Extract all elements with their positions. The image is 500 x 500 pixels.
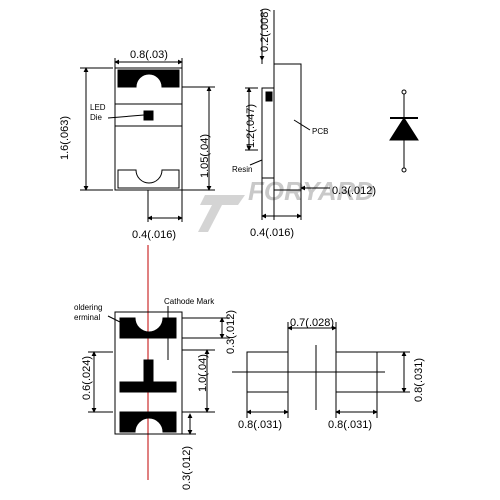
footprint-gap-label: 0.7(.028) — [290, 317, 334, 329]
footprint-right-label: 0.8(.031) — [328, 419, 372, 431]
top-view — [80, 58, 215, 222]
watermark-text: FORYARD — [248, 176, 374, 206]
bottom-pad-middle — [119, 381, 177, 393]
side-view-resin — [261, 87, 275, 179]
footprint-left-label: 0.8(.031) — [238, 419, 282, 431]
top-pad-label: 1.05(.04) — [199, 134, 211, 178]
resin-label: Resin — [232, 165, 252, 174]
cathode-mark-label: Cathode Mark — [164, 297, 215, 306]
top-width-label: 0.8(.03) — [130, 49, 168, 61]
watermark: FORYARD — [198, 176, 374, 232]
bottom-pad-top — [119, 317, 177, 339]
bottom-pad-label: 0.3(.012) — [181, 446, 193, 490]
pcb-label: PCB — [312, 127, 328, 136]
side-thickness-label: 0.3(.012) — [332, 185, 376, 197]
bottom-view — [88, 306, 230, 435]
bottom-middle-label: 1.0(.04) — [197, 354, 209, 392]
side-width-label: 0.4(.016) — [250, 227, 294, 239]
side-view-pcb — [273, 63, 302, 191]
bottom-view-body — [114, 311, 183, 435]
footprint — [232, 322, 410, 418]
bottom-width-label: 0.6(.024) — [81, 356, 93, 400]
die-label: Die — [90, 113, 103, 122]
foryard-logo-icon — [198, 195, 245, 232]
side-view — [245, 10, 330, 220]
diode-symbol-icon — [389, 89, 419, 173]
top-offset-label: 0.4(.016) — [132, 229, 176, 241]
cathode-mark — [143, 359, 154, 383]
side-height-label: 1.2(.047) — [245, 104, 257, 148]
led-die — [143, 110, 154, 121]
led-label: LED — [90, 103, 106, 112]
terminal-label: erminal — [74, 313, 100, 322]
footprint-height-label: 0.8(.031) — [413, 358, 425, 402]
top-view-pad-top — [117, 69, 180, 88]
top-view-pad-bottom — [117, 169, 180, 189]
bottom-pad-bottom — [119, 411, 177, 433]
top-length-label: 1.6(.063) — [59, 116, 71, 160]
bottom-top-pad-label: 0.3(.012) — [225, 310, 237, 354]
side-gap-label: 0.2(.008) — [259, 8, 271, 52]
soldering-label: oldering — [74, 303, 102, 312]
